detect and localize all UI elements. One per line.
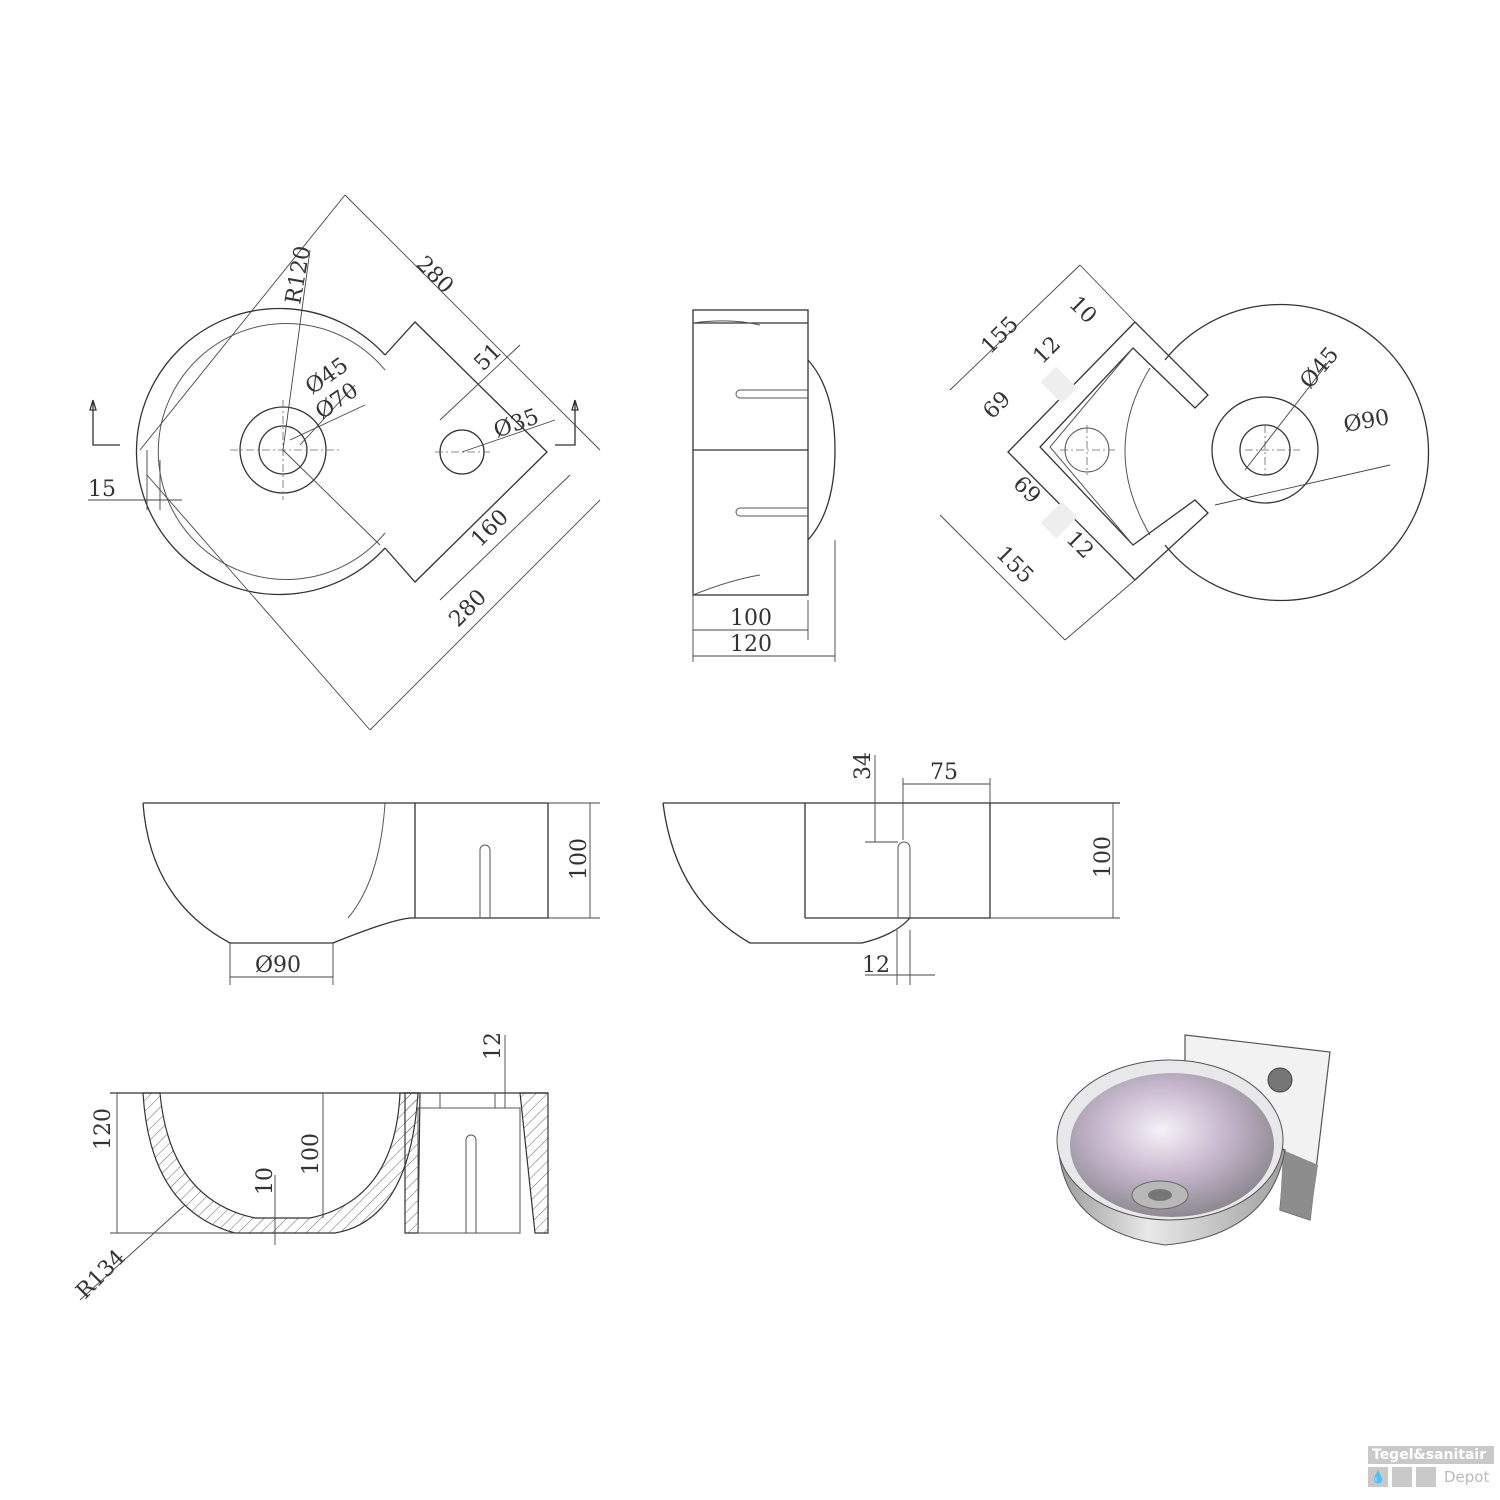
logo-name: Tegel&sanitair bbox=[1368, 1446, 1494, 1464]
dim-bot-12-a: 12 bbox=[1029, 332, 1066, 369]
front-view: 100 Ø90 bbox=[142, 802, 600, 985]
dim-top-280-a: 280 bbox=[411, 252, 458, 299]
dim-bot-155-a: 155 bbox=[977, 312, 1024, 359]
dim-r120: R120 bbox=[281, 244, 316, 306]
water-drop-icon: 💧 bbox=[1368, 1467, 1388, 1487]
dim-bot-69-a: 69 bbox=[979, 387, 1016, 424]
dim-sec-120: 120 bbox=[91, 1108, 116, 1150]
dim-rear-12: 12 bbox=[862, 953, 890, 978]
dim-bot-10: 10 bbox=[1064, 292, 1101, 329]
dim-front-100: 100 bbox=[567, 838, 592, 880]
dim-51: 51 bbox=[470, 339, 507, 376]
dim-bot-12-b: 12 bbox=[1061, 527, 1098, 564]
dim-d35: Ø35 bbox=[491, 404, 543, 443]
side-view: 100 120 bbox=[692, 309, 836, 662]
sink-3d-render bbox=[1056, 1034, 1331, 1246]
tile-icon bbox=[1416, 1467, 1436, 1487]
dim-bot-d45: Ø45 bbox=[1295, 343, 1344, 394]
dim-rear-34: 34 bbox=[851, 752, 876, 780]
dim-front-d90: Ø90 bbox=[255, 953, 301, 978]
dim-15: 15 bbox=[88, 477, 116, 502]
rear-view: 34 75 100 12 bbox=[662, 752, 1120, 985]
dim-sec-r134: R134 bbox=[72, 1245, 131, 1304]
dim-rear-100: 100 bbox=[1091, 836, 1116, 878]
bottom-view: 155 10 12 69 Ø45 Ø90 69 12 155 bbox=[939, 264, 1430, 641]
dim-160: 160 bbox=[467, 505, 514, 552]
dim-side-100: 100 bbox=[730, 606, 772, 631]
top-view: 280 R120 Ø45 Ø70 51 Ø35 15 160 280 bbox=[88, 194, 601, 731]
section-view: 120 100 10 12 R134 bbox=[72, 1032, 549, 1304]
dim-sec-100: 100 bbox=[299, 1133, 324, 1175]
tile-icon bbox=[1392, 1467, 1412, 1487]
dim-bot-155-b: 155 bbox=[991, 542, 1038, 589]
dim-side-120: 120 bbox=[730, 632, 772, 657]
dim-bot-d90: Ø90 bbox=[1342, 405, 1392, 438]
brand-logo: Tegel&sanitair 💧 Depot bbox=[1368, 1446, 1494, 1487]
dim-rear-75: 75 bbox=[930, 760, 958, 785]
dim-top-280-b: 280 bbox=[445, 585, 492, 632]
dim-bot-69-b: 69 bbox=[1008, 472, 1045, 509]
logo-sub: Depot bbox=[1444, 1468, 1490, 1486]
dim-sec-12: 12 bbox=[481, 1032, 506, 1060]
dim-sec-10: 10 bbox=[253, 1167, 278, 1195]
